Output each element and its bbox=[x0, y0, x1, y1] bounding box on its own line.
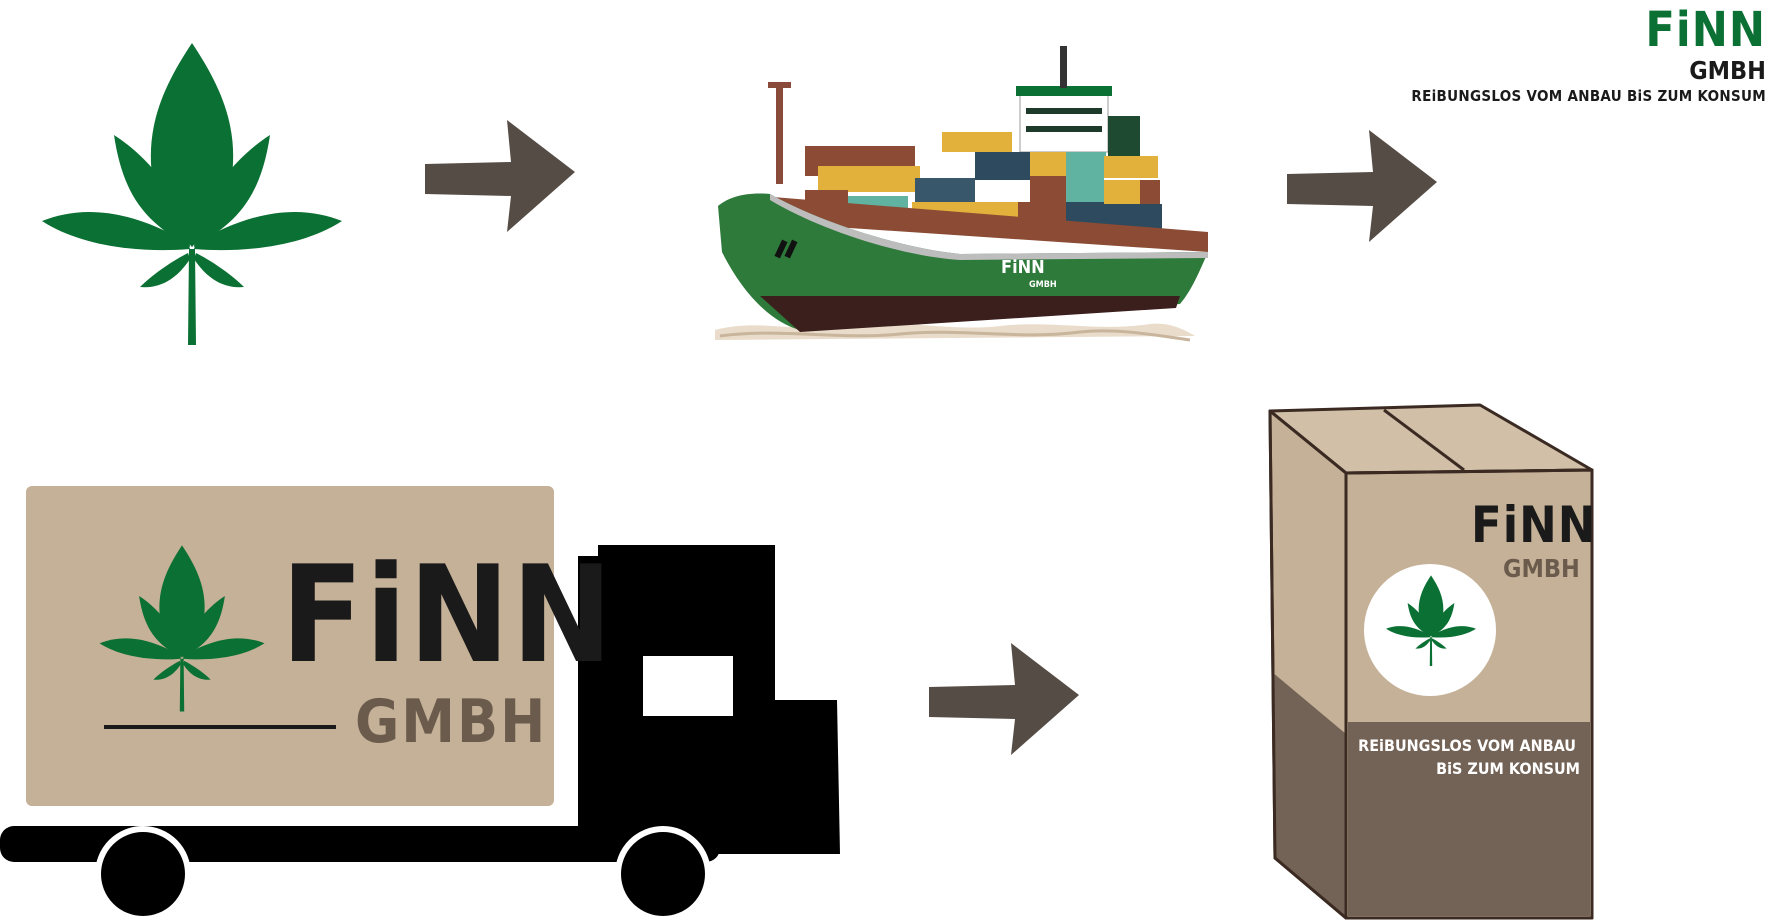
truck-brand-sub: GMBH bbox=[355, 687, 548, 757]
package-brand-sub: GMBH bbox=[1503, 554, 1580, 583]
cannabis-leaf-icon bbox=[42, 43, 342, 345]
arrow-right-icon bbox=[1287, 130, 1437, 242]
brand-name: FiNN bbox=[1645, 2, 1766, 58]
cargo-ship-icon bbox=[715, 46, 1208, 342]
cardboard-box-icon bbox=[1268, 403, 1594, 920]
delivery-truck-icon bbox=[0, 486, 840, 922]
ship-brand-sub: GMBH bbox=[1029, 280, 1057, 290]
arrow-right-icon bbox=[425, 120, 575, 232]
truck-brand-name: FiNN bbox=[281, 537, 615, 693]
ship-brand-name: FiNN bbox=[1001, 257, 1045, 278]
package-brand-name: FiNN bbox=[1471, 496, 1597, 554]
brand-header: FiNN GMBH REiBUNGSLOS VOM ANBAU BiS ZUM … bbox=[1411, 6, 1766, 104]
brand-sub: GMBH bbox=[1689, 56, 1766, 85]
package-tagline-line2: BiS ZUM KONSUM bbox=[1436, 759, 1580, 778]
brand-tagline: REiBUNGSLOS VOM ANBAU BiS ZUM KONSUM bbox=[1411, 87, 1766, 105]
package-tagline-line1: REiBUNGSLOS VOM ANBAU bbox=[1358, 736, 1576, 755]
arrow-right-icon bbox=[929, 643, 1079, 755]
